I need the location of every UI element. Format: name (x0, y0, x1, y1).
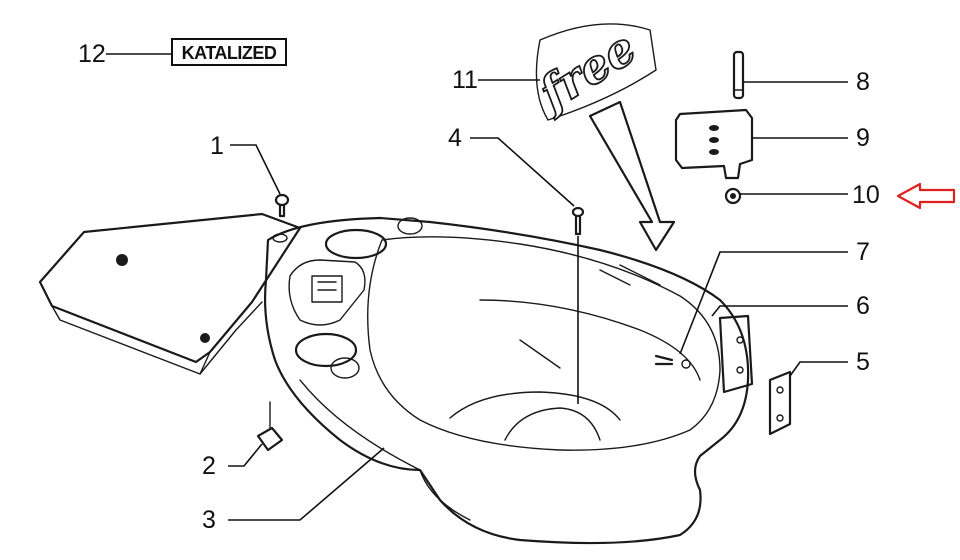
helmet-compartment-body (263, 216, 750, 545)
highlight-arrow-icon (896, 182, 956, 210)
rear-flap-panel (38, 212, 302, 375)
callout-3: 3 (202, 506, 216, 534)
callout-11: 11 (452, 66, 478, 94)
callout-12: 12 (78, 40, 106, 68)
callout-labels: 12 11 1 4 8 9 10 7 6 5 2 3 (78, 40, 880, 534)
callout-7: 7 (856, 238, 870, 266)
callout-6: 6 (856, 292, 870, 320)
hinge-plate-part (768, 370, 792, 436)
free-decal-part: free (526, 19, 676, 252)
callout-1: 1 (210, 132, 224, 160)
side-bracket (718, 314, 754, 394)
clip-nut-part (256, 401, 284, 452)
stud-part (732, 50, 745, 100)
screw-washer-part (654, 354, 691, 369)
callout-10: 10 (852, 181, 880, 209)
callout-8: 8 (856, 68, 870, 96)
leader-lines (106, 53, 848, 521)
callout-2: 2 (202, 452, 216, 480)
nut-part (724, 187, 742, 205)
katalized-label: KATALIZED (182, 43, 277, 63)
screw-part-1 (274, 193, 290, 218)
mounting-plate-part (674, 108, 754, 180)
callout-5: 5 (856, 348, 870, 376)
callout-9: 9 (856, 124, 870, 152)
screw-part-4 (571, 206, 585, 404)
katalized-stamp: KATALIZED (171, 38, 287, 66)
callout-4: 4 (448, 124, 462, 152)
